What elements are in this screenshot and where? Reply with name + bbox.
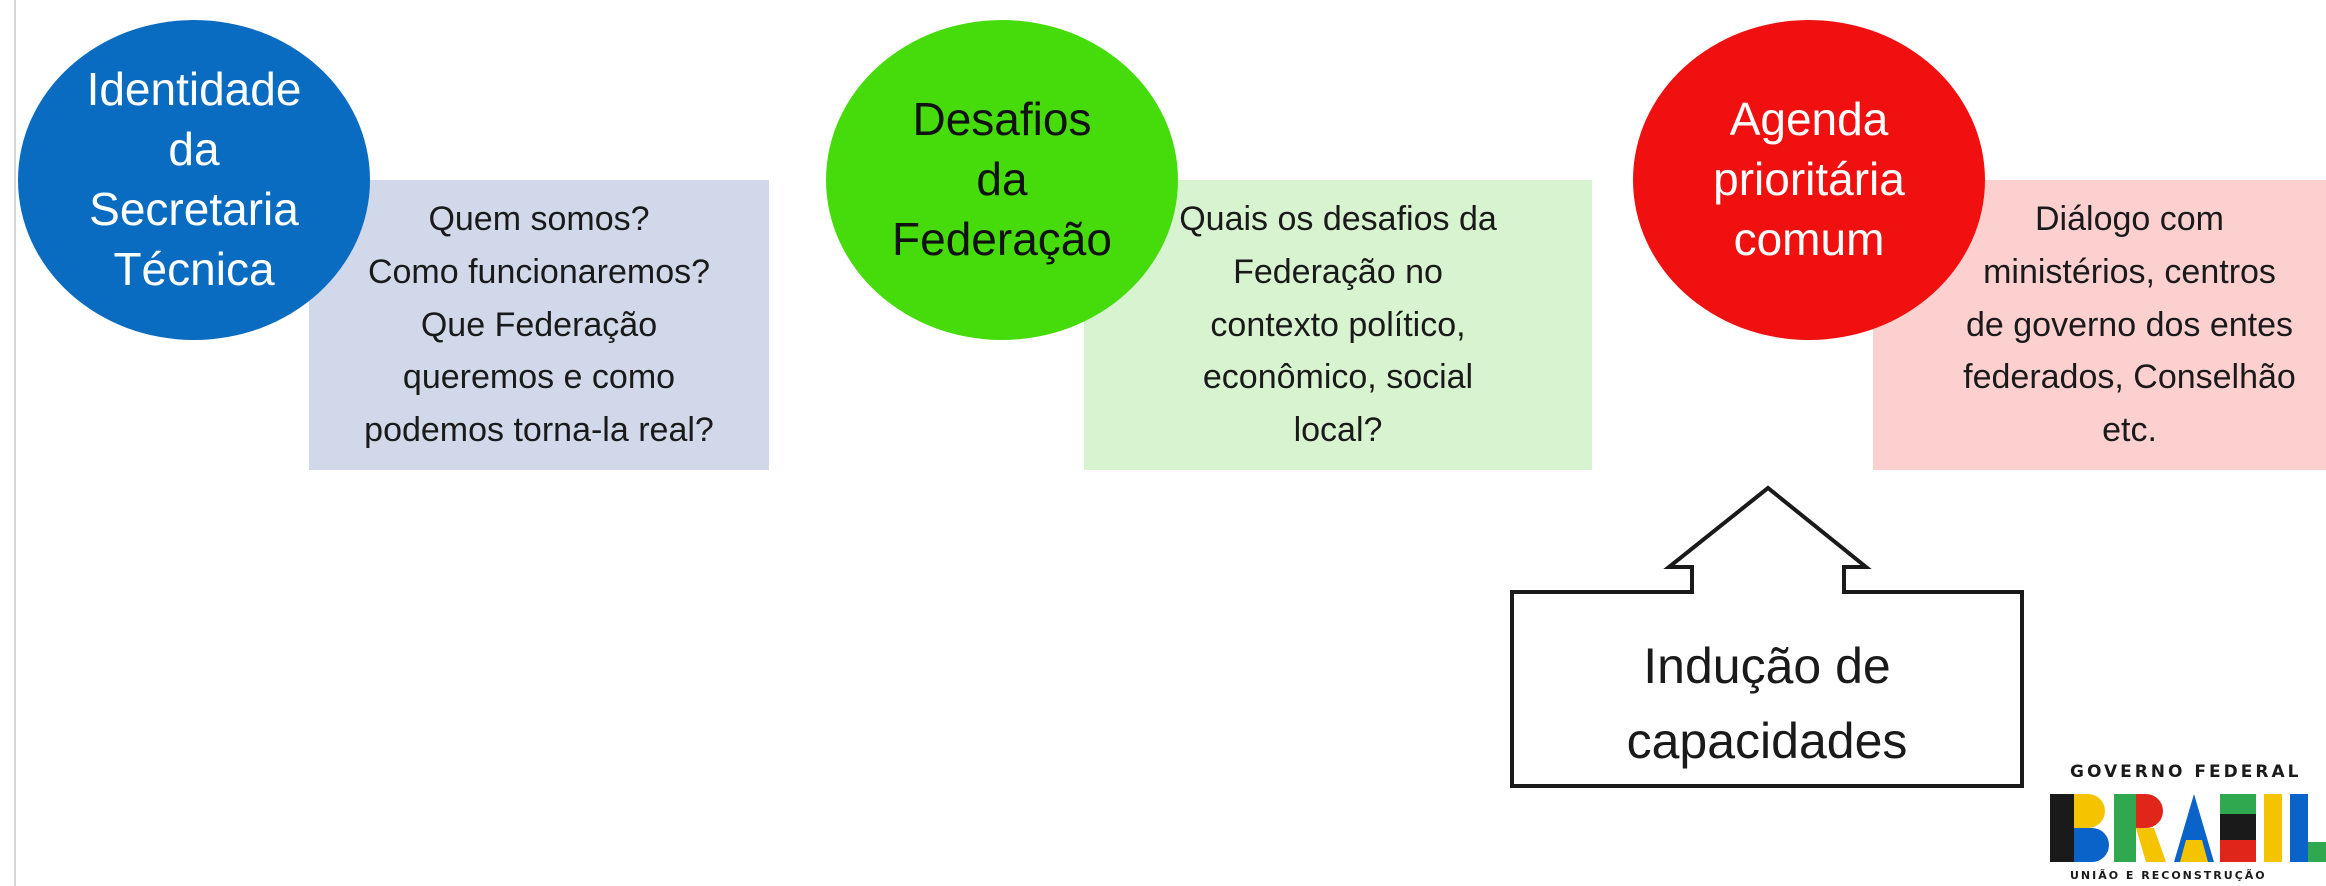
brasil-logo-mark (2050, 794, 2326, 862)
governo-federal-logo: GOVERNO FEDERAL UNIÃO E RECONSTRUÇÃO (2040, 752, 2326, 886)
federation-challenges-circle: Desafios da Federação (826, 20, 1178, 340)
logo-bottom-text: UNIÃO E RECONSTRUÇÃO (2070, 869, 2267, 882)
logo-top-text: GOVERNO FEDERAL (2070, 762, 2302, 782)
priority-agenda-text: Diálogo com ministérios, centros de gove… (1963, 200, 2296, 450)
priority-agenda-box: Diálogo com ministérios, centros de gove… (1873, 180, 2326, 470)
priority-agenda-circle-label: Agenda prioritária comum (1713, 93, 1905, 265)
capacity-induction-label: Indução de capacidades (1512, 624, 2022, 784)
identity-circle: Identidade da Secretaria Técnica (18, 20, 370, 340)
identity-questions-text: Quem somos? Como funcionaremos? Que Fede… (364, 200, 714, 450)
left-divider (14, 0, 16, 886)
priority-agenda-circle: Agenda prioritária comum (1633, 20, 1985, 340)
identity-questions-box: Quem somos? Como funcionaremos? Que Fede… (309, 180, 769, 470)
federation-challenges-circle-label: Desafios da Federação (892, 93, 1112, 265)
identity-circle-label: Identidade da Secretaria Técnica (86, 63, 302, 295)
federation-challenges-box: Quais os desafios da Federação no contex… (1084, 180, 1592, 470)
capacity-induction-text: Indução de capacidades (1626, 638, 1908, 769)
federation-challenges-text: Quais os desafios da Federação no contex… (1179, 200, 1497, 450)
